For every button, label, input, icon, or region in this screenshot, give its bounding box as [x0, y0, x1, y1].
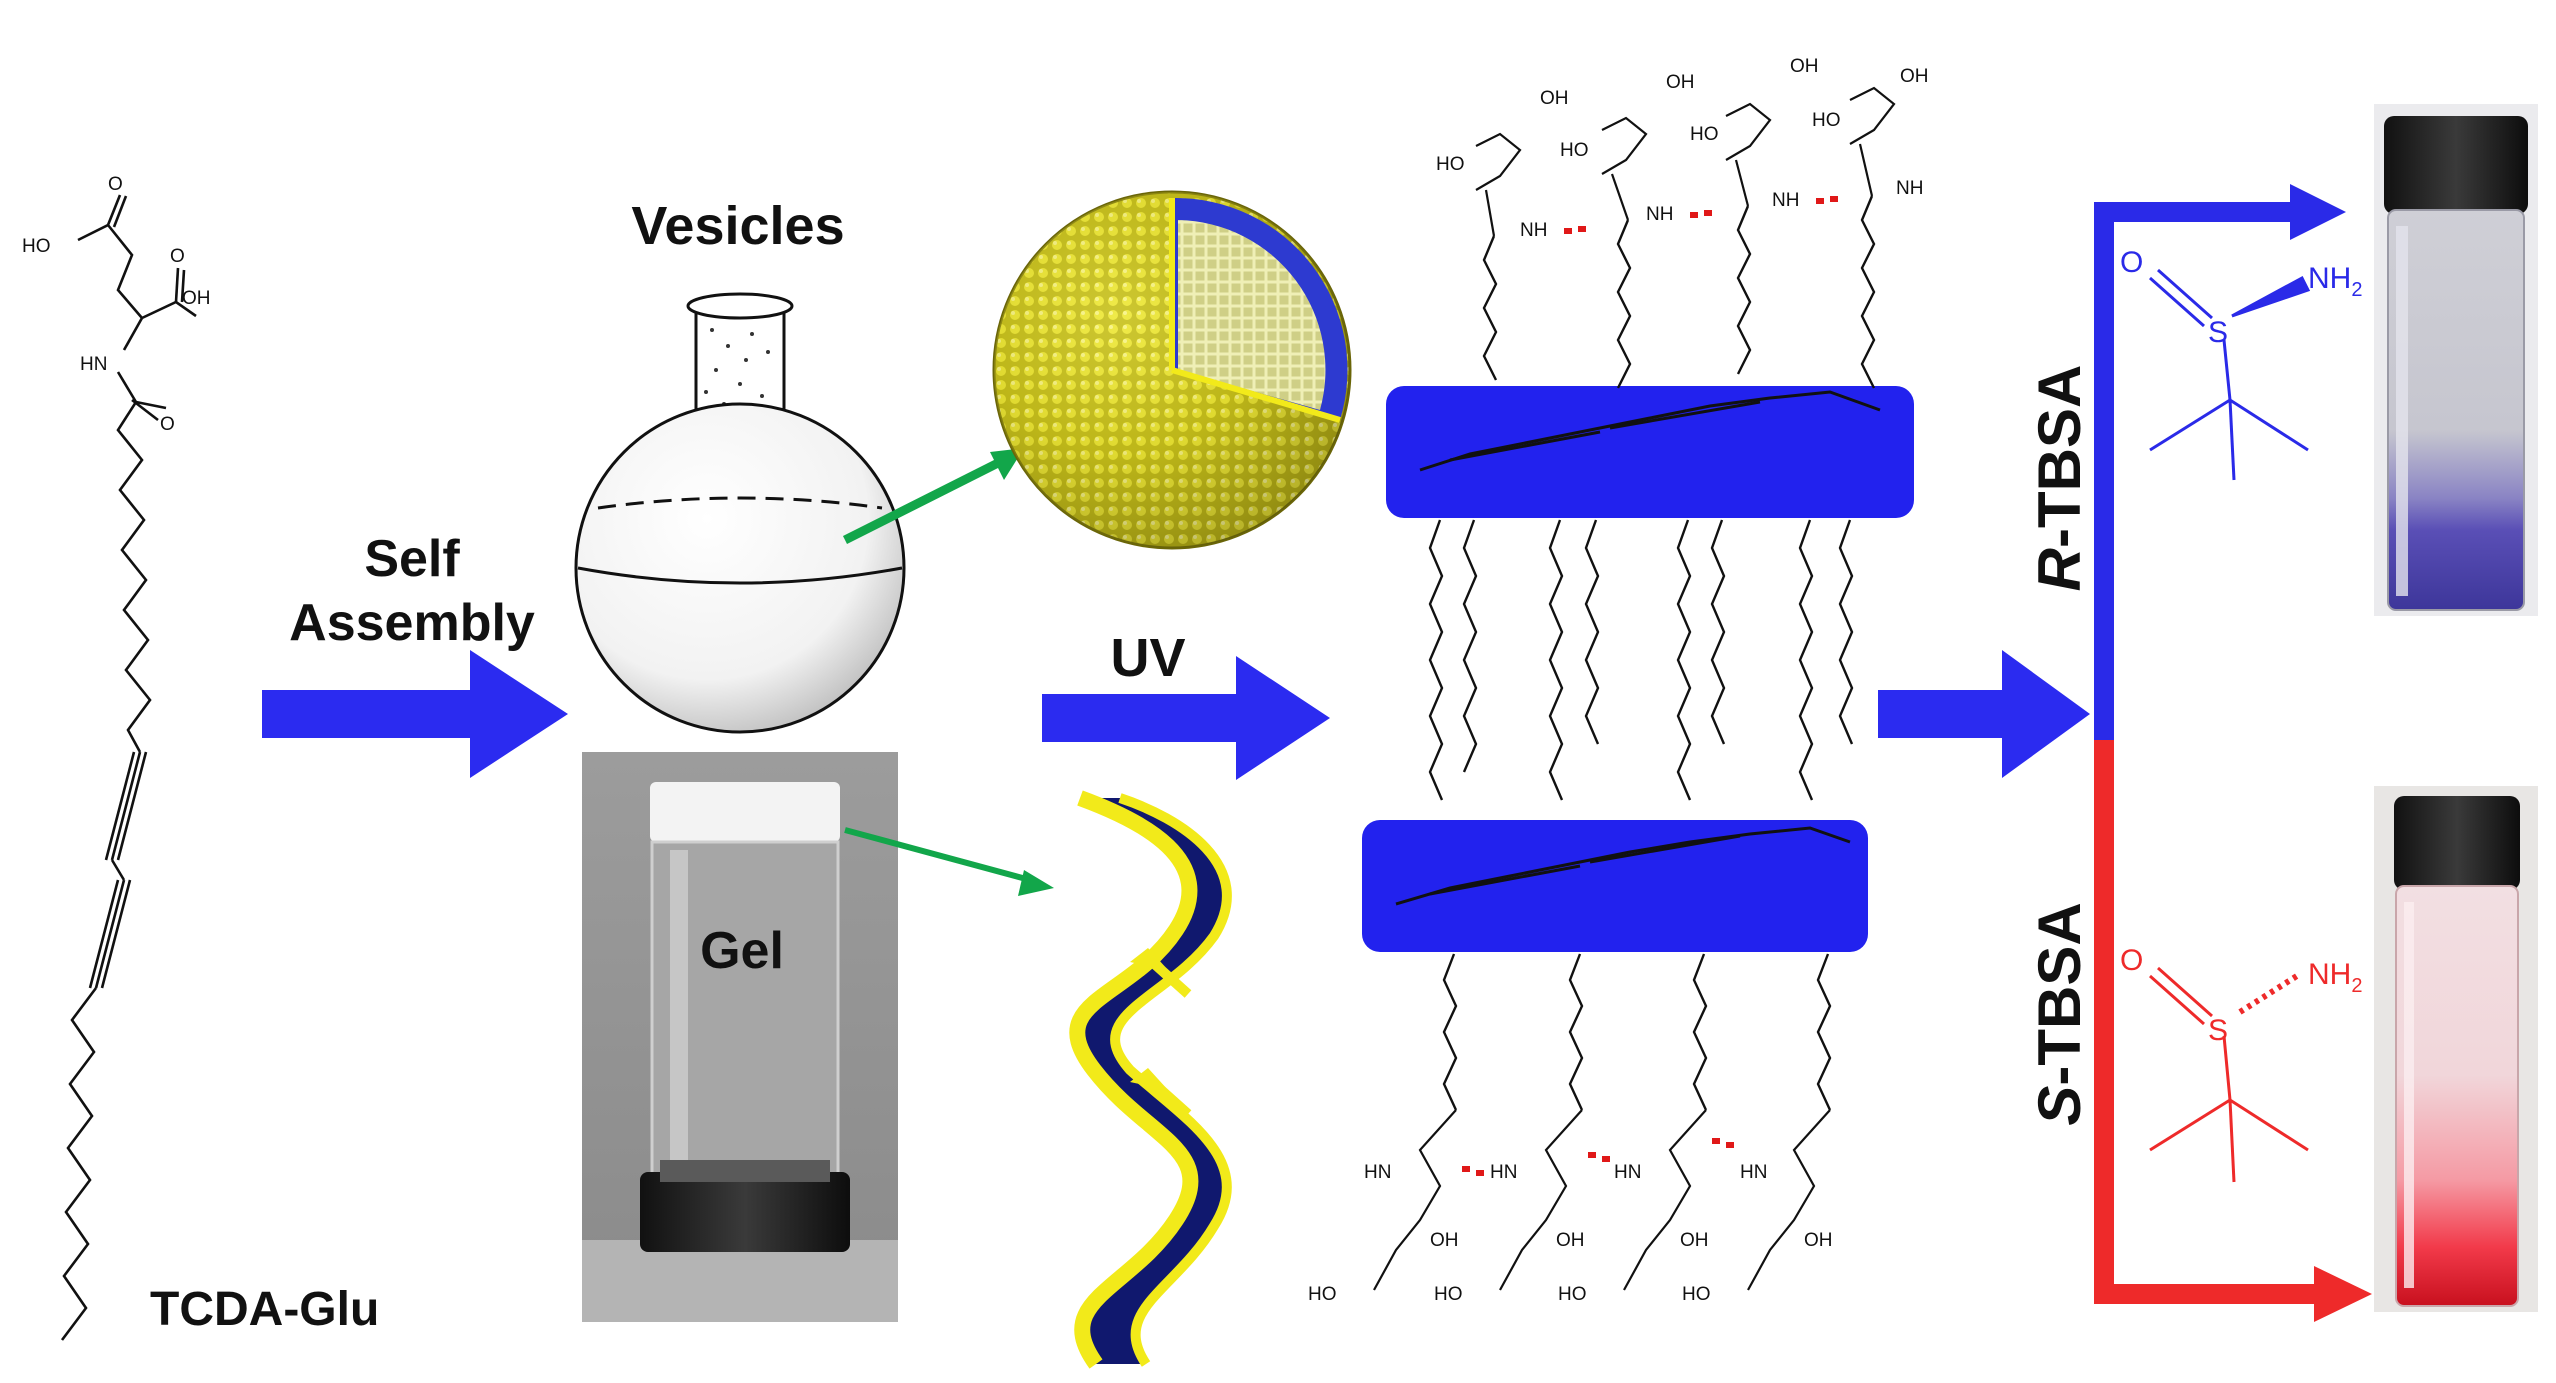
molecule-name: TCDA-Glu: [150, 1283, 379, 1336]
green-arrow-to-helix: [844, 827, 1054, 896]
svg-text:NH2: NH2: [2308, 262, 2362, 301]
headgroup-labels-top: HO NH HO NH HO NH HO NH OH OH OH OH: [1436, 56, 1929, 241]
helical-ribbon: [1069, 790, 1232, 1369]
branch-s-line: [2094, 740, 2372, 1322]
atom-o: O: [160, 414, 175, 435]
svg-text:HO: HO: [1812, 110, 1841, 131]
svg-text:OH: OH: [1430, 1230, 1459, 1251]
self-assembly-label-line2: Assembly: [289, 594, 535, 652]
vial-s-photo: [2374, 786, 2538, 1312]
svg-text:OH: OH: [1680, 1230, 1709, 1251]
tcda-glu-atom-labels: HO O OH O HN O: [22, 174, 211, 435]
vesicles-label: Vesicles: [631, 196, 844, 256]
r-tbsa-structure: [2149, 268, 2311, 481]
svg-text:O: O: [2120, 246, 2143, 279]
atom-o: O: [108, 174, 123, 195]
svg-text:NH: NH: [1646, 204, 1673, 225]
s-tbsa-structure: [2149, 966, 2309, 1183]
atom-o: O: [170, 246, 185, 267]
branch-r-line: [2094, 184, 2346, 740]
arrow-to-tbsa: [1878, 650, 2090, 778]
svg-text:OH: OH: [1790, 56, 1819, 77]
svg-text:NH: NH: [1772, 190, 1799, 211]
svg-text:NH: NH: [1896, 178, 1923, 199]
svg-text:HO: HO: [1308, 1284, 1337, 1305]
svg-text:S: S: [2208, 1014, 2228, 1047]
svg-text:OH: OH: [1556, 1230, 1585, 1251]
vial-r-photo: [2374, 104, 2538, 616]
svg-text:O: O: [2120, 944, 2143, 977]
svg-text:OH: OH: [1900, 66, 1929, 87]
atom-ho: HO: [22, 236, 51, 257]
r-tbsa-atoms: O S NH2: [2120, 246, 2362, 349]
s-tbsa-atoms: O S NH2: [2120, 944, 2362, 1047]
svg-text:HO: HO: [1690, 124, 1719, 145]
svg-text:OH: OH: [1666, 72, 1695, 93]
svg-text:HN: HN: [1740, 1162, 1767, 1183]
self-assembly-label-line1: Self: [364, 530, 460, 588]
hydrogen-bonds-bottom: [1462, 1138, 1734, 1176]
svg-text:HO: HO: [1682, 1284, 1711, 1305]
svg-text:HN: HN: [1364, 1162, 1391, 1183]
vesicle-sphere: [992, 190, 1352, 550]
svg-text:HN: HN: [1614, 1162, 1641, 1183]
svg-text:HO: HO: [1436, 154, 1465, 175]
pda-backbone-top: [1386, 386, 1914, 518]
r-tbsa-label: R-TBSA: [2026, 365, 2093, 592]
svg-text:OH: OH: [1804, 1230, 1833, 1251]
atom-hn: HN: [80, 354, 107, 375]
uv-arrow: [1042, 656, 1330, 780]
gel-label: Gel: [700, 922, 784, 980]
svg-text:OH: OH: [1540, 88, 1569, 109]
uv-label: UV: [1110, 628, 1185, 688]
svg-text:HO: HO: [1558, 1284, 1587, 1305]
s-tbsa-label: S-TBSA: [2026, 902, 2093, 1125]
gel-photo: [582, 752, 898, 1322]
svg-text:NH2: NH2: [2308, 958, 2362, 997]
svg-text:HO: HO: [1560, 140, 1589, 161]
headgroups-top: [1475, 86, 1896, 237]
hydrogen-bonds-top: [1564, 196, 1838, 234]
tcda-glu-structure: [60, 194, 197, 1341]
svg-text:HN: HN: [1490, 1162, 1517, 1183]
headgroups-bottom: [1373, 1109, 1831, 1291]
atom-oh: OH: [182, 288, 211, 309]
svg-text:S: S: [2208, 316, 2228, 349]
pda-backbone-bottom: [1362, 820, 1868, 952]
svg-text:NH: NH: [1520, 220, 1547, 241]
alkyl-chains: [1428, 195, 1876, 1111]
self-assembly-arrow: [262, 650, 568, 778]
svg-text:HO: HO: [1434, 1284, 1463, 1305]
headgroup-labels-bottom: HN HN HN HN OH OH OH OH HO HO HO HO: [1308, 1162, 1833, 1305]
flask-illustration: [574, 292, 906, 734]
